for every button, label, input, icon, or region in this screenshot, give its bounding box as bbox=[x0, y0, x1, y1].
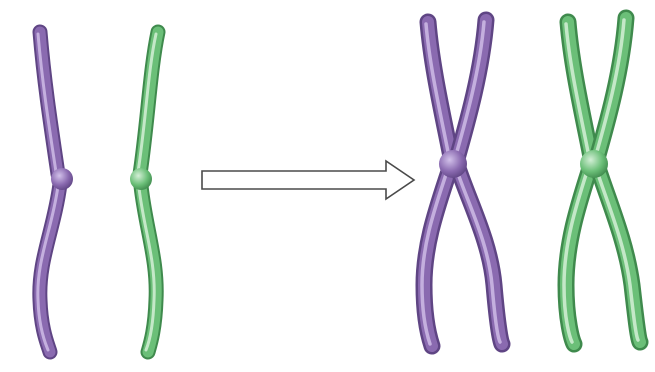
green-centromere bbox=[130, 168, 152, 190]
green-replicated-centromere bbox=[580, 150, 608, 178]
purple-replicated-centromere bbox=[439, 150, 467, 178]
unreplicated-green-chromosome bbox=[130, 32, 158, 352]
replicated-green-chromosome bbox=[564, 18, 640, 344]
replicated-purple-chromosome bbox=[422, 20, 502, 346]
unreplicated-purple-chromosome bbox=[38, 32, 73, 352]
replication-arrow-icon bbox=[202, 161, 414, 199]
purple-centromere bbox=[51, 168, 73, 190]
